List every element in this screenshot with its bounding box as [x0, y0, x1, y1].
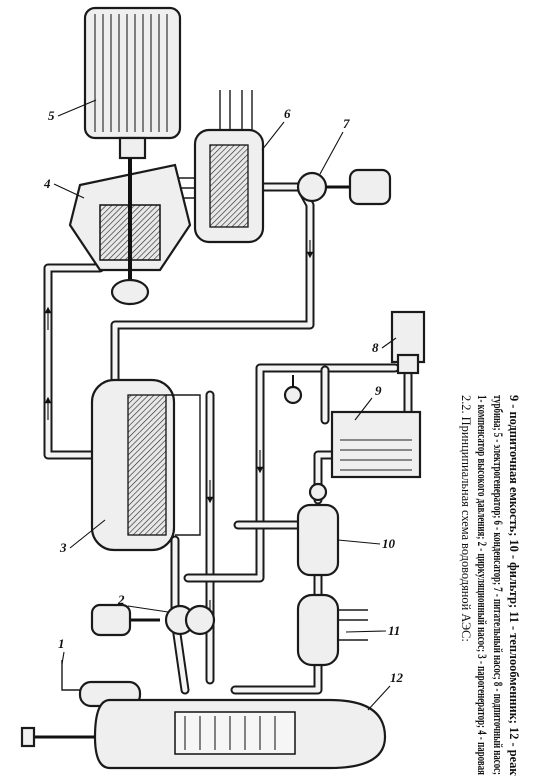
heat-exchanger [296, 593, 368, 667]
steam-generator [90, 378, 201, 552]
reactor [20, 698, 387, 770]
label-9: 9 [375, 383, 382, 398]
makeup-pump [390, 310, 426, 375]
condenser [193, 128, 265, 244]
makeup-tank [283, 375, 422, 479]
label-1: 1 [58, 636, 65, 651]
caption-line-1: 1- компенсатор высокого давления; 2 - ци… [475, 395, 489, 775]
feed-pump [296, 168, 392, 206]
label-3: 3 [59, 540, 67, 555]
label-5: 5 [48, 108, 55, 123]
callouts: 5 4 6 7 8 9 10 11 12 3 2 1 [43, 99, 404, 711]
filter [296, 482, 340, 577]
label-7: 7 [343, 116, 350, 131]
caption-title: 2.2. Принципиальная схема водоводяной АЭ… [459, 395, 473, 642]
label-12: 12 [390, 670, 404, 685]
caption-line-3: 9 - подпиточная емкость; 10 - фильтр; 11… [507, 395, 521, 776]
electric-generator [83, 6, 182, 160]
label-2: 2 [117, 592, 125, 607]
caption-line-2: турбина; 5 - электрогенератор; 6 - конде… [491, 395, 505, 775]
label-6: 6 [284, 106, 291, 121]
label-8: 8 [372, 340, 379, 355]
figure-caption: 2.2. Принципиальная схема водоводяной АЭ… [459, 395, 521, 776]
label-11: 11 [388, 623, 400, 638]
label-10: 10 [382, 536, 396, 551]
label-4: 4 [43, 176, 51, 191]
circulation-pump [90, 603, 216, 637]
steam-turbine [68, 158, 192, 306]
